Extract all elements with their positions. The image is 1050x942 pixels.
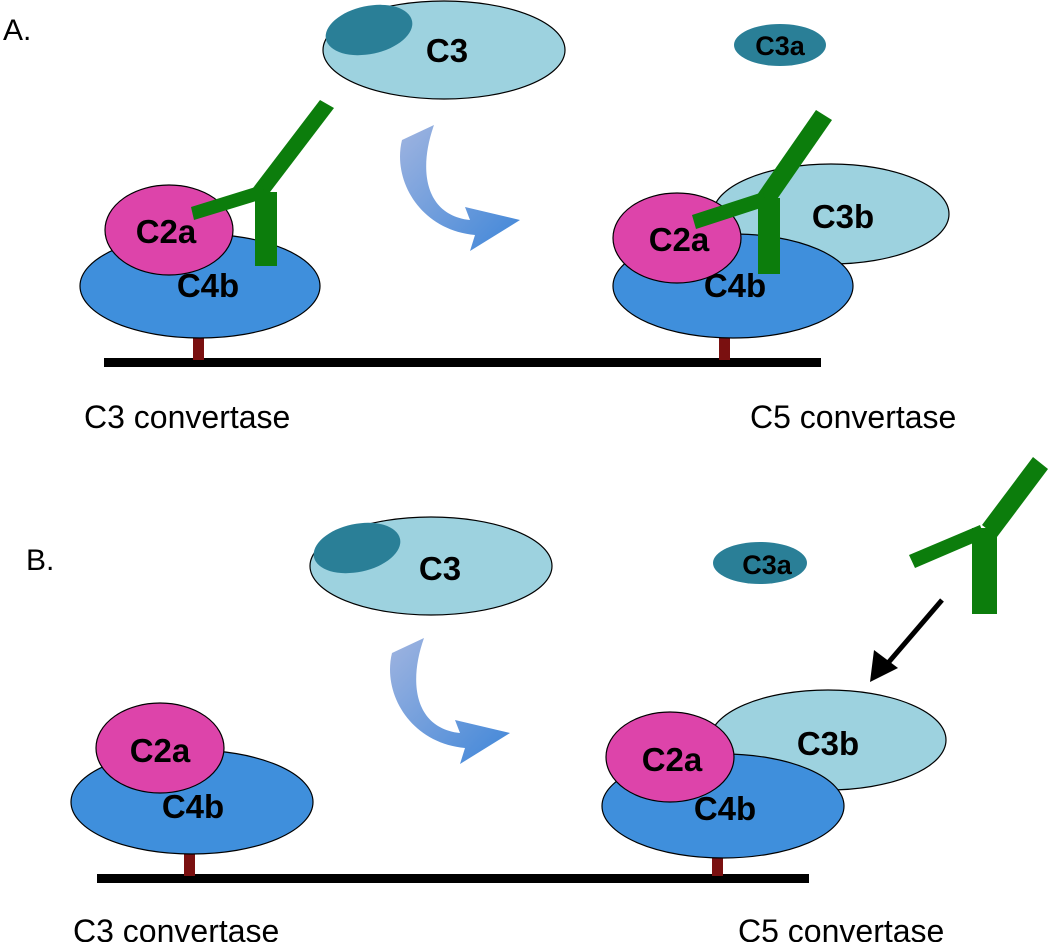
membrane-line <box>104 358 821 367</box>
caption-c5-convertase: C5 convertase <box>738 913 944 942</box>
anchor-right <box>719 336 730 360</box>
c3b-label: C3b <box>812 198 874 235</box>
c4b-label: C4b <box>694 790 756 827</box>
c3-molecule: C3 <box>309 516 553 616</box>
antibody-icon <box>909 457 1048 614</box>
c3a-label: C3a <box>755 31 806 61</box>
panel-a-label: A. <box>3 14 31 47</box>
c3-convertase-left: C4b C2a <box>70 702 314 855</box>
caption-c5-convertase: C5 convertase <box>750 399 956 435</box>
antibody-icon <box>692 110 832 274</box>
c2a-label: C2a <box>136 213 197 250</box>
c3-label: C3 <box>419 550 461 587</box>
c3b-label: C3b <box>797 725 859 762</box>
c3-molecule: C3 <box>322 0 566 100</box>
anchor-left <box>184 851 195 876</box>
c5-convertase-right: C3b C4b C2a <box>601 689 947 859</box>
caption-c3-convertase: C3 convertase <box>73 913 279 942</box>
c3a-fragment: C3a <box>734 24 826 66</box>
panel-a: A. C3 C3a C4b C2a <box>3 0 956 435</box>
curved-arrow-icon <box>400 125 520 251</box>
panel-b: B. C3 C3a C4b C2a C3b C4 <box>26 457 1048 942</box>
black-arrow-icon <box>870 598 944 682</box>
anchor-right <box>712 851 723 876</box>
panel-b-label: B. <box>26 544 54 577</box>
c2a-label: C2a <box>642 741 703 778</box>
curved-arrow-icon <box>390 638 510 764</box>
antibody-icon <box>191 100 334 266</box>
membrane-line <box>97 874 809 883</box>
c3a-label: C3a <box>742 550 793 580</box>
c3a-fragment: C3a <box>713 542 807 584</box>
anchor-left <box>193 336 204 360</box>
c3-label: C3 <box>426 32 468 69</box>
c4b-label: C4b <box>162 788 224 825</box>
c2a-label: C2a <box>130 732 191 769</box>
caption-c3-convertase: C3 convertase <box>84 399 290 435</box>
